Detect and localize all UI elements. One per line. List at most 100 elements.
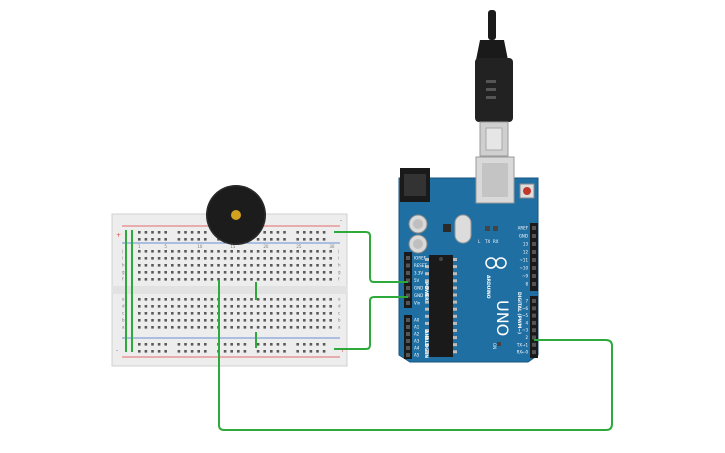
breadboard-hole[interactable] bbox=[256, 312, 260, 315]
analog-pin[interactable] bbox=[406, 325, 410, 329]
breadboard-hole[interactable] bbox=[276, 257, 280, 260]
rail-hole[interactable] bbox=[204, 231, 207, 234]
breadboard-hole[interactable] bbox=[283, 298, 286, 301]
rail-hole[interactable] bbox=[303, 238, 306, 241]
rail-hole[interactable] bbox=[276, 350, 280, 353]
rail-hole[interactable] bbox=[283, 238, 286, 241]
breadboard-hole[interactable] bbox=[171, 257, 174, 260]
breadboard-hole[interactable] bbox=[322, 305, 326, 308]
breadboard-hole[interactable] bbox=[270, 305, 273, 308]
breadboard-hole[interactable] bbox=[303, 278, 306, 281]
breadboard-hole[interactable] bbox=[283, 326, 286, 329]
rail-hole[interactable] bbox=[157, 231, 161, 234]
breadboard-hole[interactable] bbox=[289, 278, 293, 281]
breadboard-hole[interactable] bbox=[144, 250, 148, 253]
breadboard-hole[interactable] bbox=[289, 319, 293, 322]
breadboard-hole[interactable] bbox=[237, 312, 240, 315]
breadboard-hole[interactable] bbox=[322, 271, 326, 274]
breadboard-hole[interactable] bbox=[296, 326, 299, 329]
breadboard-hole[interactable] bbox=[223, 257, 227, 260]
rail-hole[interactable] bbox=[151, 350, 154, 353]
breadboard-hole[interactable] bbox=[270, 250, 273, 253]
breadboard-hole[interactable] bbox=[276, 264, 280, 267]
breadboard-hole[interactable] bbox=[151, 305, 154, 308]
breadboard-hole[interactable] bbox=[204, 319, 207, 322]
breadboard-hole[interactable] bbox=[210, 326, 214, 329]
power-pin[interactable] bbox=[406, 271, 410, 275]
rail-hole[interactable] bbox=[256, 238, 260, 241]
digital-pin[interactable] bbox=[532, 274, 536, 278]
rail-hole[interactable] bbox=[309, 350, 313, 353]
breadboard-hole[interactable] bbox=[171, 271, 174, 274]
breadboard-hole[interactable] bbox=[138, 319, 141, 322]
breadboard-hole[interactable] bbox=[250, 326, 253, 329]
breadboard-hole[interactable] bbox=[164, 298, 167, 301]
rail-hole[interactable] bbox=[164, 350, 167, 353]
usb-cable-icon[interactable] bbox=[475, 10, 513, 157]
breadboard-hole[interactable] bbox=[184, 326, 187, 329]
breadboard-hole[interactable] bbox=[296, 298, 299, 301]
breadboard-hole[interactable] bbox=[197, 257, 200, 260]
breadboard-hole[interactable] bbox=[190, 312, 194, 315]
breadboard-hole[interactable] bbox=[223, 298, 227, 301]
breadboard-hole[interactable] bbox=[309, 264, 313, 267]
breadboard-hole[interactable] bbox=[144, 319, 148, 322]
breadboard-hole[interactable] bbox=[329, 257, 332, 260]
breadboard-hole[interactable] bbox=[157, 305, 161, 308]
analog-pin[interactable] bbox=[406, 318, 410, 322]
breadboard-hole[interactable] bbox=[184, 250, 187, 253]
breadboard-hole[interactable] bbox=[250, 264, 253, 267]
breadboard-hole[interactable] bbox=[243, 312, 247, 315]
breadboard-hole[interactable] bbox=[303, 298, 306, 301]
breadboard-hole[interactable] bbox=[243, 250, 247, 253]
breadboard-hole[interactable] bbox=[138, 326, 141, 329]
breadboard-hole[interactable] bbox=[303, 271, 306, 274]
breadboard-hole[interactable] bbox=[164, 326, 167, 329]
breadboard-hole[interactable] bbox=[138, 305, 141, 308]
breadboard-hole[interactable] bbox=[289, 257, 293, 260]
rail-hole[interactable] bbox=[322, 231, 326, 234]
breadboard-hole[interactable] bbox=[177, 250, 181, 253]
breadboard-hole[interactable] bbox=[296, 278, 299, 281]
breadboard-hole[interactable] bbox=[144, 257, 148, 260]
breadboard-hole[interactable] bbox=[303, 312, 306, 315]
digital-pin[interactable] bbox=[532, 258, 536, 262]
rail-hole[interactable] bbox=[230, 343, 233, 346]
breadboard-hole[interactable] bbox=[283, 305, 286, 308]
breadboard-hole[interactable] bbox=[263, 250, 266, 253]
power-pin[interactable] bbox=[406, 293, 410, 298]
breadboard-hole[interactable] bbox=[329, 298, 332, 301]
breadboard-hole[interactable] bbox=[250, 305, 253, 308]
breadboard-hole[interactable] bbox=[316, 312, 319, 315]
breadboard-hole[interactable] bbox=[197, 264, 200, 267]
rail-hole[interactable] bbox=[256, 350, 260, 353]
breadboard-hole[interactable] bbox=[276, 271, 280, 274]
rail-hole[interactable] bbox=[263, 231, 266, 234]
breadboard-hole[interactable] bbox=[171, 278, 174, 281]
breadboard-hole[interactable] bbox=[329, 264, 332, 267]
breadboard-hole[interactable] bbox=[322, 326, 326, 329]
breadboard-hole[interactable] bbox=[217, 264, 220, 267]
breadboard-hole[interactable] bbox=[256, 250, 260, 253]
breadboard-hole[interactable] bbox=[157, 257, 161, 260]
digital-pin[interactable] bbox=[532, 299, 536, 303]
rail-hole[interactable] bbox=[223, 350, 227, 353]
breadboard-hole[interactable] bbox=[322, 319, 326, 322]
breadboard-hole[interactable] bbox=[243, 278, 247, 281]
breadboard-hole[interactable] bbox=[263, 264, 266, 267]
breadboard-hole[interactable] bbox=[223, 319, 227, 322]
digital-pin[interactable] bbox=[532, 226, 536, 230]
breadboard-hole[interactable] bbox=[309, 278, 313, 281]
breadboard-hole[interactable] bbox=[144, 326, 148, 329]
breadboard-hole[interactable] bbox=[263, 319, 266, 322]
rail-hole[interactable] bbox=[237, 343, 240, 346]
breadboard-hole[interactable] bbox=[289, 326, 293, 329]
breadboard-hole[interactable] bbox=[190, 271, 194, 274]
breadboard-hole[interactable] bbox=[144, 312, 148, 315]
breadboard-hole[interactable] bbox=[276, 312, 280, 315]
rail-hole[interactable] bbox=[164, 238, 167, 241]
breadboard-hole[interactable] bbox=[250, 250, 253, 253]
breadboard-hole[interactable] bbox=[256, 326, 260, 329]
breadboard-hole[interactable] bbox=[197, 271, 200, 274]
breadboard-hole[interactable] bbox=[164, 250, 167, 253]
